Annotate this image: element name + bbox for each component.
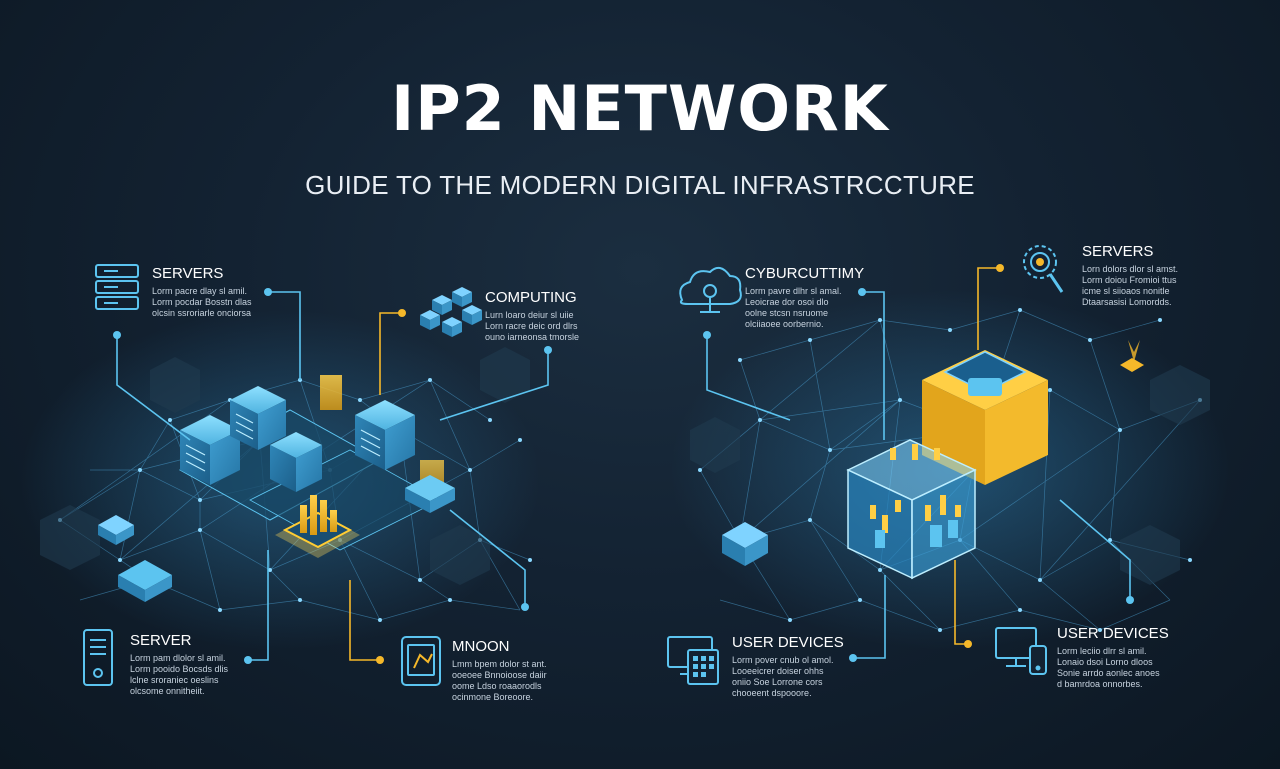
cubes-cluster-icon bbox=[420, 287, 482, 337]
gold-chip-left bbox=[275, 495, 360, 558]
label-text: Lorm pam dlolor sl amil. Lorm pooido Boc… bbox=[130, 653, 229, 696]
server-block-3 bbox=[270, 432, 322, 492]
label-title: SERVERS bbox=[1082, 243, 1154, 260]
label-text: Lorm pavre dlhr sl amal. Leoicrae dor os… bbox=[745, 286, 842, 329]
server-block-2 bbox=[230, 386, 286, 450]
label-user-devices-right: USER DEVICES Lorm leciio dlrr sl amil. L… bbox=[1057, 625, 1169, 690]
callout-dots bbox=[113, 264, 1134, 664]
label-servers-left: SERVERS Lorm pacre dlay sl amil. Lorm po… bbox=[152, 265, 252, 319]
tablet-icon bbox=[401, 636, 441, 686]
label-user-devices-left: USER DEVICES Lorm pover cnub ol amol. Lo… bbox=[732, 634, 844, 699]
label-servers-right: SERVERS Lorn dolors dlor sl amst. Lorm d… bbox=[1082, 243, 1178, 308]
label-text: Lorm leciio dlrr sl amil. Lonaio dsoi Lo… bbox=[1057, 646, 1160, 689]
desktop-phone-icon bbox=[995, 627, 1047, 675]
label-title: MNOON bbox=[452, 638, 510, 655]
cloud-security-icon bbox=[679, 266, 742, 313]
gear-search-icon bbox=[1023, 245, 1064, 293]
label-text: Lurn loaro deiur sl uiie Lorn racre deic… bbox=[485, 310, 580, 342]
label-title: SERVER bbox=[130, 632, 192, 649]
right-hexagons bbox=[690, 365, 1210, 585]
page-title: IP2 NETWORK bbox=[391, 72, 889, 145]
monitor-devices-icon bbox=[667, 636, 719, 685]
label-title: SERVERS bbox=[152, 265, 224, 282]
label-text: Lorm pover cnub ol amol. Looeeicrer dois… bbox=[732, 655, 834, 698]
label-text: Lorn dolors dlor sl amst. Lorm doiou Fro… bbox=[1082, 264, 1179, 307]
page-subtitle: GUIDE TO THE MODERN DIGITAL INFRASTRCCTU… bbox=[305, 170, 975, 200]
server-block-4 bbox=[355, 400, 415, 470]
label-computing: COMPUTING Lurn loaro deiur sl uiie Lorn … bbox=[485, 289, 579, 343]
label-title: COMPUTING bbox=[485, 289, 577, 306]
left-hexagons bbox=[40, 347, 530, 585]
server-rack-icon bbox=[95, 264, 139, 310]
label-title: CYBURCUTTIMY bbox=[745, 265, 865, 282]
label-cybersecurity: CYBURCUTTIMY Lorm pavre dlhr sl amal. Le… bbox=[745, 265, 864, 330]
small-cubes-right bbox=[722, 340, 1144, 566]
server-tower-icon bbox=[83, 629, 113, 686]
server-block-1 bbox=[180, 415, 240, 485]
label-mnoon: MNOON Lmm bpem dolor st ant. ooeoee Bnno… bbox=[452, 638, 547, 703]
label-text: Lorm pacre dlay sl amil. Lorm pocdar Bos… bbox=[152, 286, 252, 318]
blue-glass-cube bbox=[846, 439, 977, 580]
callout-lines bbox=[116, 267, 1131, 661]
label-title: USER DEVICES bbox=[1057, 625, 1169, 642]
label-text: Lmm bpem dolor st ant. ooeoee Bnnoioose … bbox=[452, 659, 547, 702]
label-title: USER DEVICES bbox=[732, 634, 844, 651]
small-cubes-left bbox=[98, 475, 455, 602]
label-server-bottom: SERVER Lorm pam dlolor sl amil. Lorm poo… bbox=[130, 632, 228, 697]
